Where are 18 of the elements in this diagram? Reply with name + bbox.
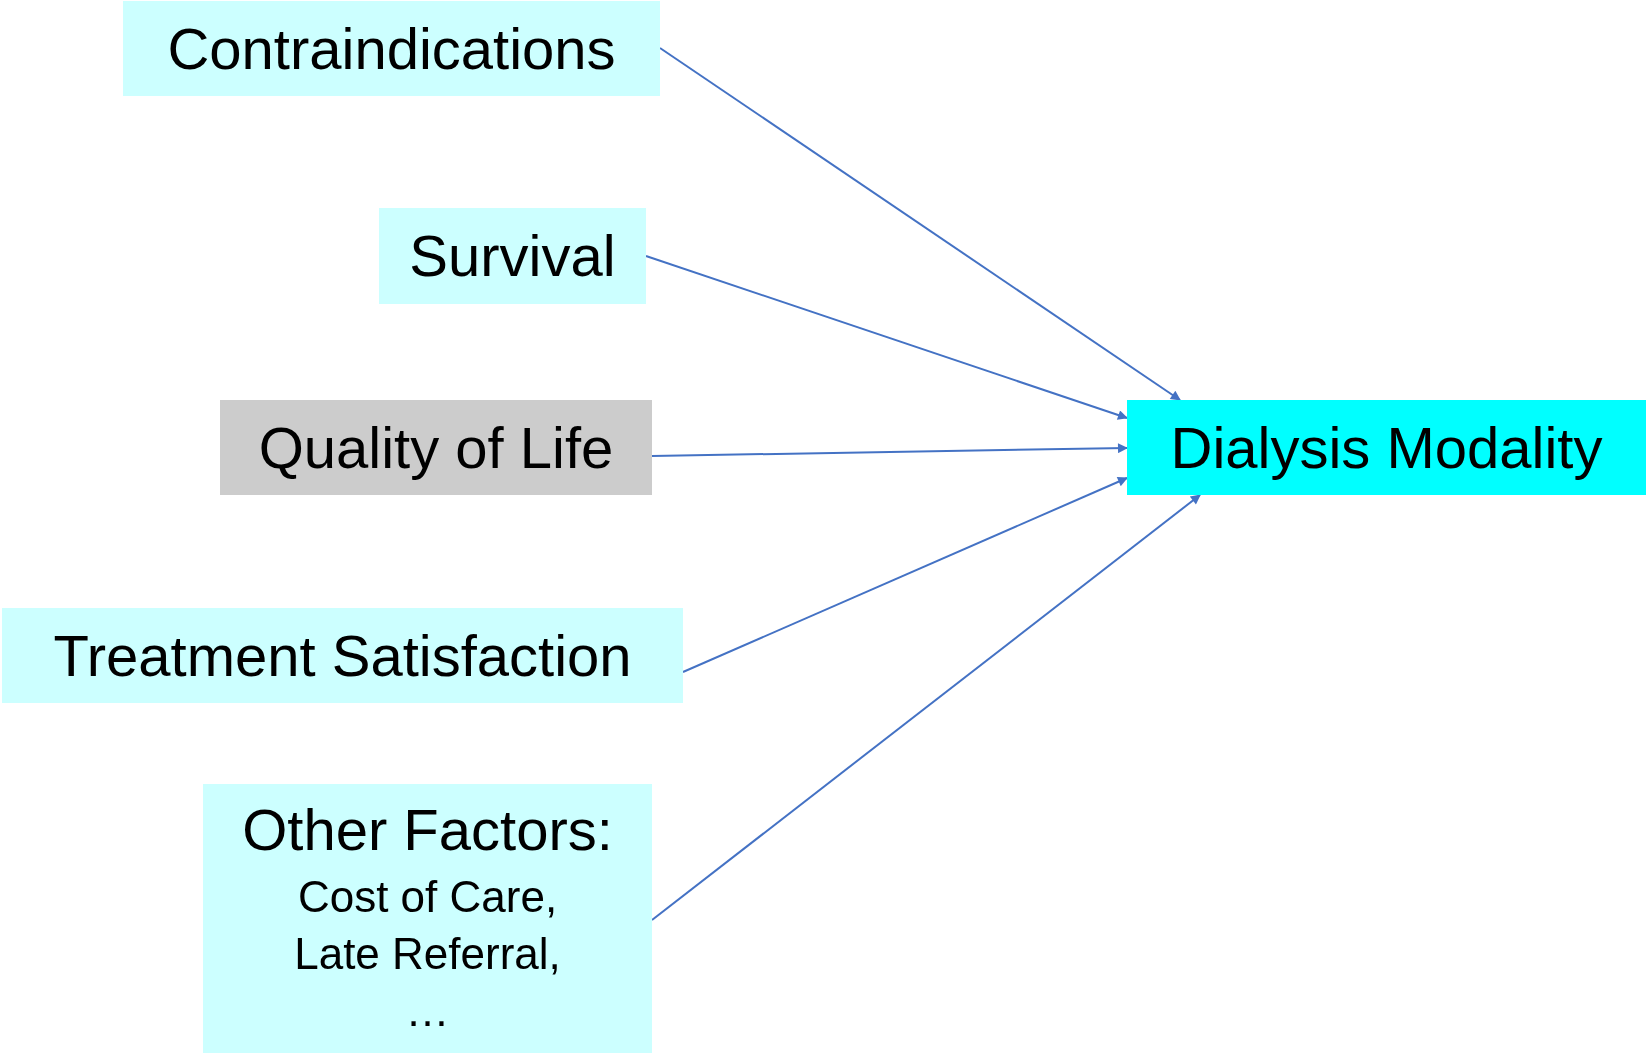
box-title: Survival xyxy=(409,224,616,288)
factor-box xyxy=(220,400,652,495)
factor-box xyxy=(123,1,660,96)
box-text: Cost of Care, Late Referral, … xyxy=(293,870,562,1037)
factor-box xyxy=(379,208,646,304)
arrow xyxy=(651,443,1128,457)
arrow xyxy=(651,494,1201,921)
box-title: Other Factors: xyxy=(242,797,613,862)
box-title: Dialysis Modality xyxy=(1170,415,1603,480)
box-title: Quality of Life xyxy=(258,415,614,480)
factor-box xyxy=(1127,400,1646,495)
arrow xyxy=(682,477,1128,673)
box-title: Contraindications xyxy=(167,16,616,81)
factor-box xyxy=(203,784,652,1053)
arrow xyxy=(659,47,1181,401)
arrow xyxy=(645,255,1128,420)
factor-box xyxy=(2,608,683,703)
box-title: Treatment Satisfaction xyxy=(53,623,632,688)
